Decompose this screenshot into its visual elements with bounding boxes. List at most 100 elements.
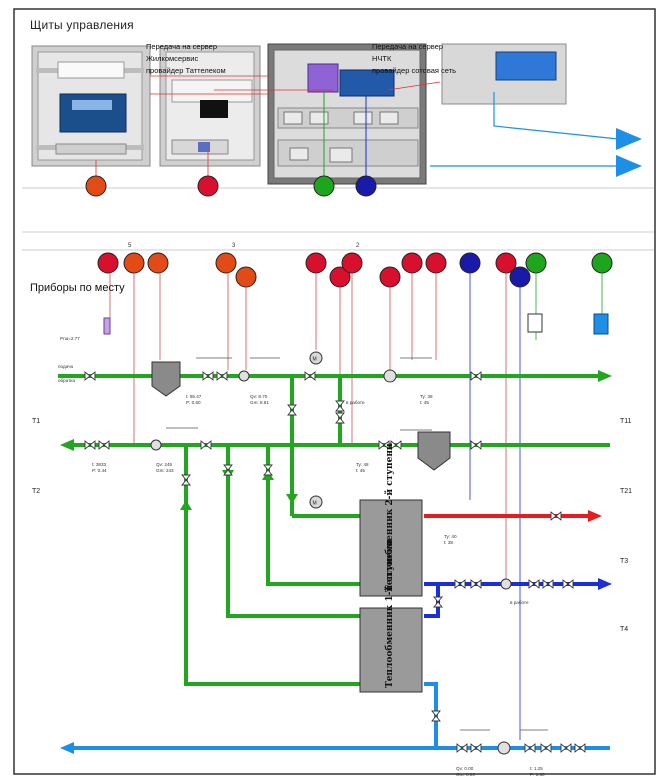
panels-title: Щиты управления [30,18,134,32]
valve-v-8 [431,710,441,722]
heat-exchanger-1 [359,607,423,693]
valve-v-1 [287,404,297,416]
valve-h-19 [470,743,482,753]
outer-border [13,8,656,775]
reading-r1-b: P: 0.60 [186,400,201,405]
pipes [58,370,612,754]
valve-h-23 [574,743,586,753]
valve-v-7 [433,596,443,608]
control-cabinet-3 [267,43,427,185]
reading-r6-a: Ty: 48 [356,462,369,467]
valve-h-4 [304,371,316,381]
valve-h-8 [200,440,212,450]
pumps [309,351,323,509]
reading-r8-b: Gm: 0.00 [456,772,475,777]
reading-r1-a: t: 95.47 [186,394,202,399]
led-green-1 [313,175,335,197]
valve-h-11 [470,440,482,450]
reading-r3-b: t: 45 [420,400,429,405]
reading-r4-b: P: 0.44 [92,468,107,473]
transfer-right-line1: Передача на сервер [372,42,444,51]
level-sensor [527,313,543,333]
valve-h-17 [562,579,574,589]
valve-v-4 [181,474,191,486]
valve-h-9 [378,440,390,450]
badge-2: 3 [232,243,236,249]
valve-h-15 [528,579,540,589]
valve-h-7 [98,440,110,450]
valve-h-12 [550,511,562,521]
transfer-right-line2: НЧТК [372,54,392,63]
reading-r9-a: t: 1.25 [530,766,543,771]
reading-r3-a: Ty: 38 [420,394,433,399]
field-lamp-12 [459,252,481,274]
valve-v-2 [335,400,345,412]
valve-h-22 [560,743,572,753]
field-lamp-15 [525,252,547,274]
transfer-left-line3: провайдер Таттелеком [146,66,226,75]
bypass-label-2: в работе [510,600,529,605]
reading-r4-a: t: 3833 [92,462,107,467]
valve-v-6 [263,464,273,476]
field-lamp-5 [235,266,257,288]
reading-r7-a: Ty: 40 [444,534,457,539]
pressure-label: Pna=2.77 [60,336,80,341]
led-red-2 [197,175,219,197]
field-lamp-10 [401,252,423,274]
control-cabinet-2 [159,45,261,167]
valve-v-5 [223,464,233,476]
server-arrow-2 [616,155,642,177]
transfer-right-line3: провайдер сотовая сеть [372,66,457,75]
field-lamp-14 [509,266,531,288]
field-lamp-4 [215,252,237,274]
badge-1: 5 [128,243,132,249]
server-link-1 [493,92,629,141]
field-lamp-6 [305,252,327,274]
valve-h-3 [216,371,228,381]
transfer-left-line1: Передача на сервер [146,42,218,51]
reading-r6-b: t: 45 [356,468,365,473]
valve-h-20 [524,743,536,753]
bypass-label-1: в работе [346,400,365,405]
control-cabinet-1 [31,45,151,167]
reading-r8-a: Qv: 0.00 [456,766,474,771]
filter-1 [151,361,181,397]
valve-h-2 [202,371,214,381]
led-blue-1 [355,175,377,197]
flow-meters [150,369,512,755]
valve-h-18 [456,743,468,753]
reading-r2-b: Gm: 8.61 [250,400,269,405]
valve-v-3 [335,412,345,424]
field-lamp-2 [123,252,145,274]
reading-r2-a: Qv: 8.70 [250,394,268,399]
valve-h-13 [454,579,466,589]
row-t11: T11 [620,418,632,425]
valve-h-14 [470,579,482,589]
reading-r5-a: Qv: 245 [156,462,173,467]
transfer-left-line2: Жилкомсервис [146,54,199,63]
exchanger-1-label: Теплообменник 1-й ступени [385,539,395,688]
valve-h-10 [390,440,402,450]
flow-arrows [180,470,298,510]
field-lamp-3 [147,252,169,274]
valve-h-1 [84,371,96,381]
row-t1: T1 [32,418,41,425]
pump-m1: M [313,357,317,363]
row-t3: T3 [620,558,629,565]
row-t4: T4 [620,626,629,633]
led-red-1 [85,175,107,197]
reading-r9-b: P: 1.30 [530,772,545,777]
label-supply: подача [58,364,74,369]
filter-2 [417,431,451,471]
field-indicators [97,252,613,288]
valves [84,371,586,753]
valve-h-6 [84,440,96,450]
field-title: Приборы по месту [30,282,125,294]
temp-sensor-blue [593,313,609,335]
field-lamp-11 [425,252,447,274]
reading-r5-b: Gm: 243 [156,468,174,473]
valve-h-5 [470,371,482,381]
row-t21: T21 [620,488,633,495]
